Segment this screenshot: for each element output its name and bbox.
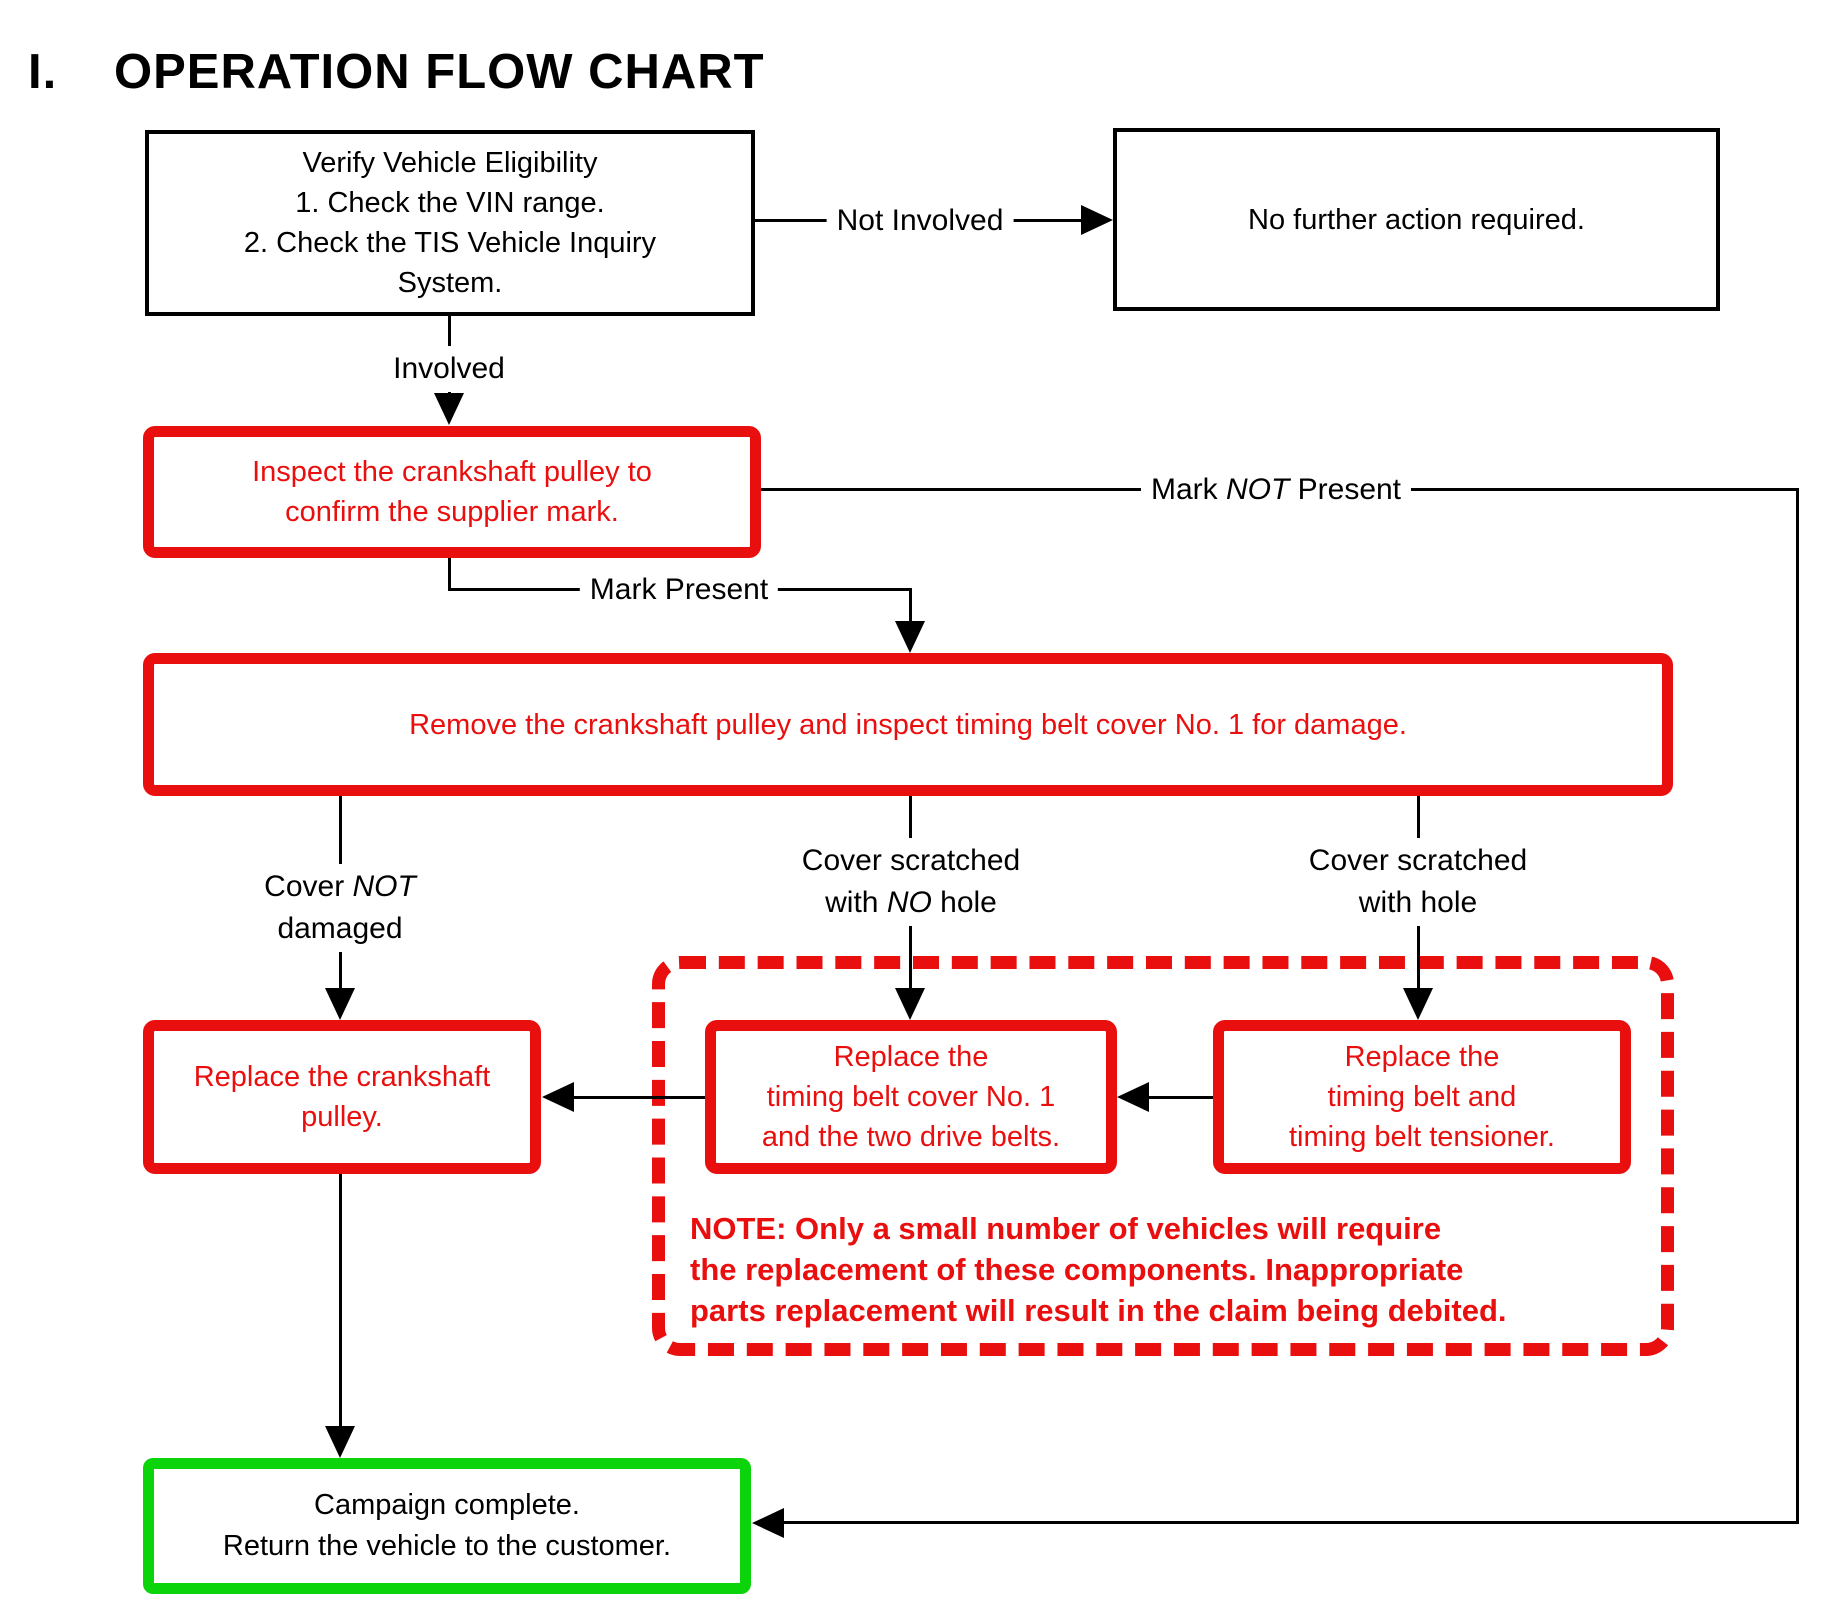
flow-node-no-further-action: No further action required. <box>1113 128 1720 311</box>
arrowhead-return-to-campaign-icon <box>752 1508 784 1538</box>
edge-label-involved: Involved <box>383 346 515 392</box>
flow-node-no-further-action-text: No further action required. <box>1248 203 1585 236</box>
flow-node-campaign-complete: Campaign complete. Return the vehicle to… <box>143 1458 751 1594</box>
edge-label-cover-scratched-no-hole: Cover scratched with NO hole <box>791 838 1031 926</box>
arrowhead-cover-hole-icon <box>1403 988 1433 1020</box>
arrowhead-pulley-to-campaign-icon <box>325 1426 355 1458</box>
page-title-text: OPERATION FLOW CHART <box>114 45 765 99</box>
flow-node-campaign-complete-text: Campaign complete. Return the vehicle to… <box>222 1489 672 1562</box>
flow-node-replace-timing-belt-tensioner-text: Replace the timing belt and timing belt … <box>1289 1041 1555 1153</box>
arrowhead-cover-not-damaged-icon <box>325 988 355 1020</box>
edge-label-cover-not-damaged: Cover NOT damaged <box>254 864 426 952</box>
arrowhead-involved-icon <box>434 393 464 425</box>
flow-node-replace-crankshaft-pulley-text: Replace the crankshaft pulley. <box>193 1061 491 1133</box>
flow-node-remove-pulley-inspect-cover: Remove the crankshaft pulley and inspect… <box>143 653 1673 796</box>
flow-node-inspect-crankshaft-pulley: Inspect the crankshaft pulley to confirm… <box>143 426 761 558</box>
edge-label-not-involved: Not Involved <box>826 198 1014 244</box>
flow-node-replace-timing-belt-cover-text: Replace the timing belt cover No. 1 and … <box>761 1041 1061 1153</box>
flow-node-inspect-crankshaft-pulley-text: Inspect the crankshaft pulley to confirm… <box>252 456 652 528</box>
flow-node-remove-pulley-inspect-cover-text: Remove the crankshaft pulley and inspect… <box>409 708 1407 741</box>
connector-mark-not-present-return <box>780 1521 1799 1524</box>
arrowhead-cover-to-pulley-icon <box>542 1082 574 1112</box>
connector-mark-present-drop <box>448 556 451 591</box>
note-text: NOTE: Only a small number of vehicles wi… <box>690 1211 1507 1328</box>
arrowhead-cover-no-hole-icon <box>895 988 925 1020</box>
connector-mark-not-present-vertical <box>1796 488 1799 1524</box>
arrowhead-not-involved-icon <box>1081 205 1113 235</box>
connector-pulley-to-campaign <box>339 1174 342 1429</box>
page-title: I. OPERATION FLOW CHART <box>28 44 765 100</box>
section-numeral: I. <box>28 45 58 99</box>
flow-node-verify-eligibility-text: Verify Vehicle Eligibility 1. Check the … <box>243 147 657 299</box>
connector-mark-present-vertical <box>909 588 912 624</box>
arrowhead-belt-to-cover-icon <box>1117 1082 1149 1112</box>
flow-node-verify-eligibility: Verify Vehicle Eligibility 1. Check the … <box>145 130 755 316</box>
edge-label-cover-scratched-hole: Cover scratched with hole <box>1298 838 1538 926</box>
edge-label-mark-not-present: Mark NOT Present <box>1140 467 1412 513</box>
connector-belt-to-cover <box>1145 1096 1217 1099</box>
flow-node-replace-timing-belt-tensioner: Replace the timing belt and timing belt … <box>1213 1020 1631 1174</box>
arrowhead-mark-present-icon <box>895 621 925 653</box>
edge-label-mark-present: Mark Present <box>579 567 779 613</box>
flow-node-replace-crankshaft-pulley: Replace the crankshaft pulley. <box>143 1020 541 1174</box>
flow-node-replace-timing-belt-cover: Replace the timing belt cover No. 1 and … <box>705 1020 1117 1174</box>
connector-cover-to-pulley <box>570 1096 707 1099</box>
